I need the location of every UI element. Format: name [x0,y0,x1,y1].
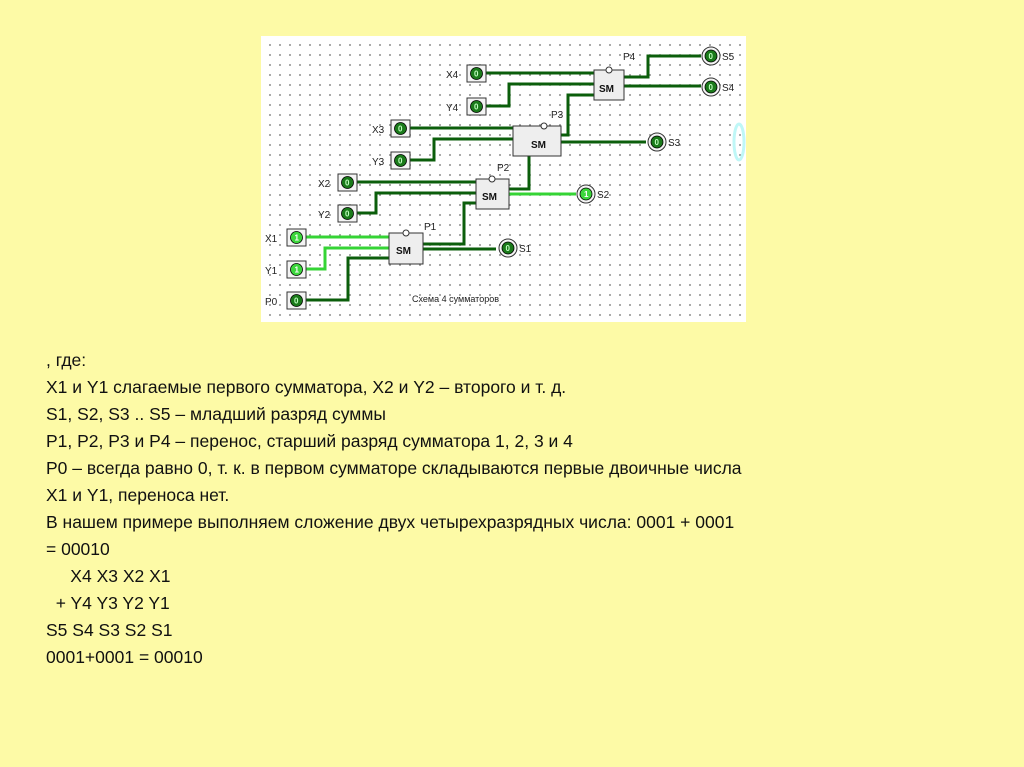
wire-p4-s5 [624,54,701,79]
input-label-y3: Y3 [372,157,385,168]
input-pin-x2[interactable]: X2 0 [318,173,358,192]
output-label-s1: S1 [519,244,532,255]
adder-4: SM [593,66,625,101]
input-value-y1: 1 [295,266,300,275]
carry-label-p1: P1 [424,222,437,233]
text-line: = 00010 [46,539,110,559]
adder-3-label: SM [531,140,546,151]
input-label-y1: Y1 [265,266,278,277]
text-line: S5 S4 S3 S2 S1 [46,620,173,640]
input-label-x2: X2 [318,179,331,190]
input-value-x4: 0 [474,70,479,79]
input-pin-p0[interactable]: P0 0 [265,291,307,310]
wire-y3 [409,137,513,162]
circuit-svg: SM SM SM SM P4 P3 P2 P1 [265,46,746,310]
input-label-x1: X1 [265,234,278,245]
input-value-y2: 0 [345,210,350,219]
output-pin-s2: 1 S2 [576,184,610,204]
carry-label-p3: P3 [551,110,564,121]
input-label-p0: P0 [265,297,278,308]
output-value-s5: 0 [709,52,714,61]
output-label-s4: S4 [722,83,735,94]
input-value-y3: 0 [398,157,403,166]
adder-2: SM [475,175,510,210]
input-value-x3: 0 [398,125,403,134]
text-line: В нашем примере выполняем сложение двух … [46,512,735,532]
input-pin-y3[interactable]: Y3 0 [372,151,411,170]
output-pin-s1: 0 S1 [498,238,532,258]
output-pins: 0 S5 0 S4 0 S3 1 S2 [498,46,735,258]
diagram-caption: Схема 4 сумматоров [412,294,499,304]
input-value-p0: 0 [294,297,299,306]
carry-label-p2: P2 [497,163,510,174]
text-line: S1, S2, S3 .. S5 – младший разряд суммы [46,404,386,424]
ring-decoration [732,122,746,162]
input-pin-y2[interactable]: Y2 0 [318,204,358,223]
output-pin-s3: 0 S3 [647,132,681,152]
output-value-s3: 0 [655,138,660,147]
input-value-y4: 0 [474,103,479,112]
wire-y1 [306,246,389,271]
output-value-s4: 0 [709,83,714,92]
output-value-s1: 0 [506,244,511,253]
wire-p0 [306,256,389,302]
output-label-s3: S3 [668,138,681,149]
output-pin-s4: 0 S4 [701,77,735,97]
text-line: P1, P2, P3 и P4 – перенос, старший разря… [46,431,573,451]
input-pin-y1[interactable]: Y1 1 [265,260,307,279]
adder-circuit-diagram: SM SM SM SM P4 P3 P2 P1 [261,36,746,322]
text-line: 0001+0001 = 00010 [46,647,203,667]
text-line: X1 и Y1 слагаемые первого сумматора, X2 … [46,377,567,397]
output-label-s5: S5 [722,52,735,63]
input-value-x1: 1 [295,234,300,243]
input-pins: X4 0 Y4 0 X3 0 Y3 0 [265,64,487,310]
wires-high [306,192,576,271]
adder-3: SM [512,122,562,157]
adder-blocks: SM SM SM SM [388,66,625,265]
text-line: P0 – всегда равно 0, т. к. в первом сумм… [46,458,742,478]
text-line: X4 X3 X2 X1 [46,566,171,586]
input-label-y2: Y2 [318,210,331,221]
text-line: + Y4 Y3 Y2 Y1 [46,593,170,613]
adder-4-label: SM [599,84,614,95]
text-line: , где: [46,350,87,370]
adder-2-label: SM [482,192,497,203]
wire-y2 [356,191,476,215]
carry-label-p4: P4 [623,52,636,63]
adder-1: SM [388,229,424,265]
input-pin-x3[interactable]: X3 0 [372,119,411,138]
adder-1-label: SM [396,246,411,257]
output-label-s2: S2 [597,190,610,201]
output-pin-s5: 0 S5 [701,46,735,66]
text-line: X1 и Y1, переноса нет. [46,485,230,505]
input-pin-x4[interactable]: X4 0 [446,64,487,83]
output-value-s2: 1 [584,190,589,199]
input-label-x4: X4 [446,70,459,81]
input-pin-y4[interactable]: Y4 0 [446,97,487,116]
wire-y4 [486,82,594,108]
wire-p1 [423,201,476,246]
input-pin-x1[interactable]: X1 1 [265,228,307,247]
input-label-y4: Y4 [446,103,459,114]
explanation-text: , где: X1 и Y1 слагаемые первого суммато… [46,347,1006,671]
input-value-x2: 0 [345,179,350,188]
input-label-x3: X3 [372,125,385,136]
wires-low [306,54,701,302]
